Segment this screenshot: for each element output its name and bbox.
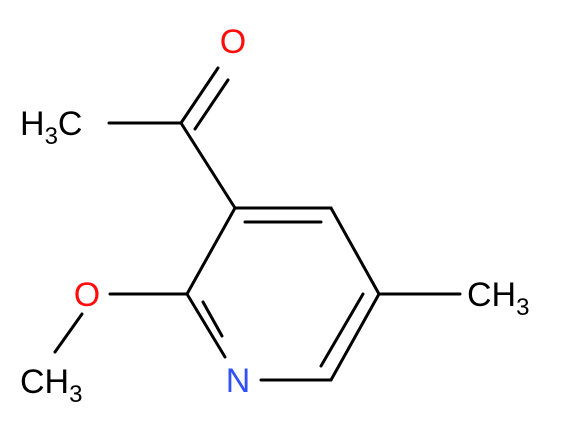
acetyl-methyl-c: C: [58, 105, 83, 143]
bond-carbonyl-double-1: [179, 66, 220, 125]
ring-methyl-ch: CH: [467, 276, 516, 314]
acetyl-methyl-label: H3C: [20, 105, 82, 150]
ring-methyl-subscript: 3: [516, 294, 529, 321]
methoxy-methyl-ch: CH: [20, 363, 69, 401]
bond-c5-c6: [329, 292, 381, 382]
ring-methyl-label: CH3: [467, 276, 529, 321]
methoxy-oxygen-label: O: [74, 276, 100, 314]
ring-nitrogen-label: N: [226, 362, 251, 400]
bond-c5-c6-inner: [319, 292, 365, 368]
bond-c2-c3: [185, 206, 237, 296]
bond-carbonyl-c-to-ring: [179, 121, 237, 210]
acetyl-methyl-subscript: 3: [45, 123, 58, 150]
carbonyl-oxygen-label: O: [220, 23, 246, 61]
methoxy-methyl-label: CH3: [20, 363, 82, 408]
methoxy-methyl-subscript: 3: [69, 381, 82, 408]
bond-n-c2: [185, 292, 227, 359]
acetyl-methyl-h: H: [20, 105, 45, 143]
bond-carbonyl-double-2: [193, 78, 230, 131]
bond-n-c2-inner: [201, 300, 224, 338]
bonds: [53, 66, 462, 382]
bond-oxygen-methyl: [53, 312, 84, 354]
atom-labels: O O N H3C CH3 CH3: [20, 23, 529, 408]
bond-c4-c5: [329, 206, 381, 296]
